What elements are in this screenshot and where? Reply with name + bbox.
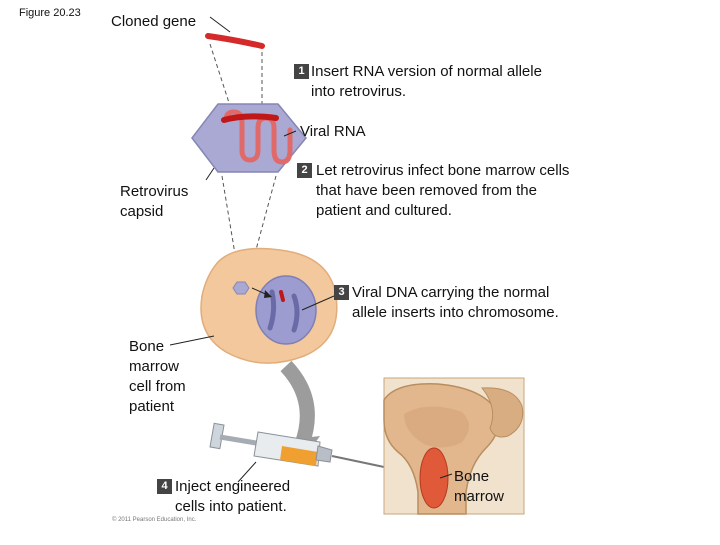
bone-marrow-label: Bone marrow	[454, 468, 505, 505]
marrow-cavity	[419, 447, 449, 509]
copyright-notice: © 2011 Pearson Education, Inc.	[112, 517, 197, 523]
retrovirus-capsid-label: Retrovirus capsid	[120, 183, 189, 220]
inserted-viral-dna	[279, 290, 285, 302]
cell-label-leader	[169, 335, 215, 346]
capsid-leader	[205, 167, 215, 181]
small-capsid	[232, 281, 250, 295]
bone-socket	[481, 387, 524, 438]
funnel-left	[209, 43, 233, 113]
transfer-arrow-body	[280, 360, 315, 447]
bone-marrow-leader	[439, 473, 453, 479]
step-2-number: 2	[297, 163, 312, 178]
step-2-text: Let retrovirus infect bone marrow cells …	[316, 162, 570, 219]
viral-rna-strand	[223, 109, 293, 165]
spongy-bone	[404, 406, 469, 448]
figure-label: Figure 20.23	[19, 7, 81, 19]
bone-illustration	[383, 377, 525, 515]
syringe-plunger-rod	[219, 434, 263, 447]
funnel2-right	[249, 175, 277, 273]
step-1-number: 1	[294, 64, 309, 79]
retrovirus-capsid-shape	[191, 103, 307, 173]
cloned-gene-label: Cloned gene	[111, 13, 197, 30]
inserted-gene-rna	[221, 113, 279, 123]
nucleus	[255, 275, 317, 345]
bone-marrow-cell	[200, 247, 338, 364]
cloned-gene-dna	[205, 33, 265, 49]
chromosome-a	[267, 289, 277, 331]
syringe-cells	[280, 446, 318, 466]
step3-leader	[301, 295, 335, 311]
entry-arrow-head	[264, 290, 272, 298]
cloned-gene-leader	[209, 16, 231, 33]
retrovirus	[191, 103, 307, 173]
step-1-text: Insert RNA version of normal allele into…	[311, 63, 542, 100]
step-3-text: Viral DNA carrying the normal allele ins…	[352, 284, 559, 321]
step4-leader	[237, 461, 257, 483]
chromosome-b	[291, 293, 300, 333]
bone-marrow-cell-label: Bone marrow cell from patient	[129, 338, 186, 415]
viral-rna-leader	[283, 130, 297, 137]
step-4-number: 4	[157, 479, 172, 494]
funnel2-left	[221, 175, 239, 273]
step-4-text: Inject engineered cells into patient.	[175, 478, 291, 515]
step-3-number: 3	[334, 285, 349, 300]
syringe-tip	[315, 445, 333, 463]
viral-rna-label: Viral RNA	[300, 123, 366, 140]
